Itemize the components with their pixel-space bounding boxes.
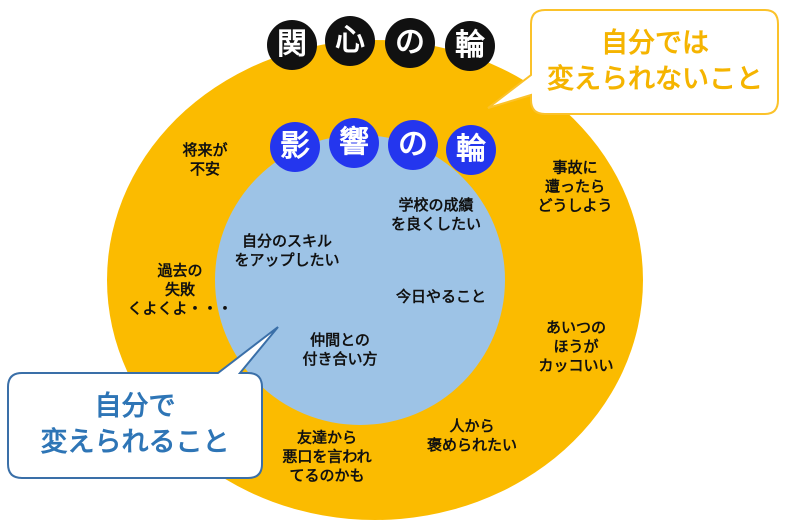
callout-can-change-shape [7, 326, 279, 479]
concern-item: 過去の失敗くよくよ・・・ [127, 261, 233, 318]
concern-title-char: 輪 [445, 21, 495, 71]
influence-title-char: 響 [329, 118, 379, 168]
concern-item: 事故に遭ったらどうしよう [537, 158, 613, 215]
concern-item: 人から褒められたい [426, 417, 518, 454]
concern-item: あいつのほうがカッコいい [538, 318, 614, 375]
influence-item: 学校の成績を良くしたい [390, 196, 482, 233]
callout-cannot-change-shape [487, 9, 779, 115]
circle-of-influence [215, 135, 505, 425]
concern-title-char: 心 [325, 16, 375, 66]
concern-item: 友達から悪口を言われてるのかも [282, 428, 372, 485]
concern-title-char: 関 [267, 20, 317, 70]
callout-cannot-change: 自分では変えられないこと [547, 28, 763, 95]
concern-item: 将来が不安 [182, 141, 228, 178]
influence-item: 仲間との付き合い方 [302, 331, 378, 368]
influence-item: 自分のスキルをアップしたい [234, 232, 340, 269]
influence-item: 今日やること [395, 287, 487, 306]
concern-title-char: の [385, 18, 435, 68]
callout-can-change: 自分で変えられること [40, 391, 230, 458]
influence-title-char: の [388, 120, 438, 170]
influence-title-char: 影 [270, 122, 320, 172]
influence-title-char: 輪 [446, 125, 496, 175]
